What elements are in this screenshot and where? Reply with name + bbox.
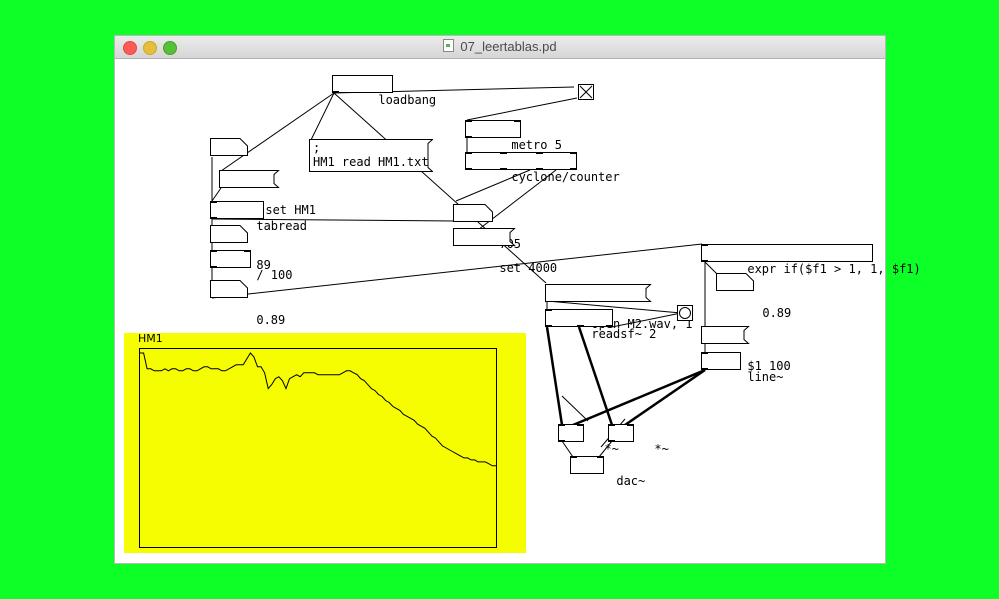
- readsf-object[interactable]: readsf~ 2: [545, 309, 656, 341]
- number-box-089-right[interactable]: 0.89: [716, 273, 791, 320]
- outlet[interactable]: [332, 91, 339, 93]
- counter-object[interactable]: cyclone/counter: [465, 152, 620, 184]
- multiply-left-object[interactable]: *~: [558, 424, 619, 456]
- bang-circle-icon: [679, 307, 691, 319]
- cord-toggle-metro: [466, 97, 578, 121]
- cord-readsf-mul-right: [577, 326, 614, 426]
- loadbang-label: loadbang: [378, 93, 437, 107]
- cord-tabread-705: [211, 218, 456, 222]
- window-title: 07_leertablas.pd: [460, 39, 557, 54]
- divide-label: / 100: [256, 268, 293, 282]
- patch-window: 07_leertablas.pd: [115, 36, 921, 563]
- divide-object[interactable]: / 100: [210, 250, 292, 282]
- tabread-label: tabread: [256, 219, 307, 233]
- cord-mul-dac-left: [561, 395, 589, 422]
- array-plot-frame[interactable]: [139, 348, 497, 548]
- cord-mul-right-dac: [598, 440, 613, 458]
- cord-089-expr: [211, 243, 703, 299]
- set-hm1-label: set HM1: [265, 203, 316, 217]
- cord-readsf-bang: [611, 312, 682, 328]
- array-graph[interactable]: HM1: [124, 332, 526, 553]
- cord-readsf-mul-left: [545, 326, 564, 426]
- cord-line-mul-left: [572, 368, 706, 427]
- number-089-left-value: 0.89: [256, 313, 286, 327]
- line-ramp-message[interactable]: $1 100: [701, 326, 791, 373]
- set-4000-label: set 4000: [499, 261, 558, 275]
- number-89-value: 89: [256, 258, 271, 272]
- read-message-line2: HM1 read HM1.txt: [313, 155, 429, 169]
- expr-object[interactable]: expr if($f1 > 1, 1, $f1): [701, 244, 921, 276]
- bang-button[interactable]: [677, 305, 693, 321]
- line-tilde-object[interactable]: line~: [701, 352, 783, 384]
- multiply-right-object[interactable]: *~: [608, 424, 669, 456]
- readsf-label: readsf~ 2: [591, 327, 657, 341]
- metro-label: metro 5: [511, 138, 562, 152]
- window-title-group: 07_leertablas.pd: [115, 39, 885, 54]
- document-icon: [443, 39, 455, 52]
- cord-counter-set-4000: [473, 169, 557, 234]
- loadbang-object[interactable]: loadbang: [332, 75, 436, 107]
- cord-expr-089: [704, 261, 719, 276]
- number-089-right-value: 0.89: [762, 306, 792, 320]
- set-4000-message[interactable]: set 4000: [453, 228, 557, 275]
- array-plot: [140, 352, 496, 467]
- line-ramp-label: $1 100: [747, 359, 791, 373]
- cord-counter-705: [455, 169, 531, 202]
- zoom-button[interactable]: [163, 41, 177, 55]
- cord-mul-left-dac: [561, 440, 574, 458]
- cord-line-mul-right: [624, 368, 706, 427]
- title-bar[interactable]: 07_leertablas.pd: [115, 36, 885, 59]
- dac-label: dac~: [616, 474, 646, 488]
- cord-loadbang-read: [310, 92, 335, 141]
- set-hm1-message[interactable]: set HM1: [219, 170, 316, 217]
- number-box-top[interactable]: 0: [210, 138, 264, 185]
- number-box-089-left[interactable]: 0.89: [210, 280, 285, 327]
- number-box-89[interactable]: 89: [210, 225, 271, 272]
- cord-loadbang-set-hm1: [220, 92, 335, 172]
- expr-label: expr if($f1 > 1, 1, $f1): [747, 262, 921, 276]
- open-file-message[interactable]: open M2.wav, 1: [545, 284, 693, 331]
- cord-loadbang-open: [333, 92, 547, 284]
- read-table-message[interactable]: ; HM1 read HM1.txt: [309, 139, 433, 172]
- toggle[interactable]: [578, 84, 594, 100]
- tabread-object[interactable]: tabread: [210, 201, 307, 233]
- close-button[interactable]: [123, 41, 137, 55]
- patch-canvas[interactable]: loadbang metro 5 cyclone/counter 0 set H…: [115, 59, 921, 563]
- metro-object[interactable]: metro 5: [465, 120, 562, 152]
- number-box-705[interactable]: 705: [453, 204, 521, 251]
- counter-label: cyclone/counter: [511, 170, 620, 184]
- array-waveform: [140, 352, 496, 467]
- toggle-x-icon: [579, 85, 593, 99]
- patch-cords: [211, 86, 719, 458]
- array-name-label: HM1: [138, 332, 163, 345]
- multiply-left-label: *~: [604, 442, 618, 456]
- dac-object[interactable]: dac~: [570, 456, 645, 488]
- multiply-right-label: *~: [654, 442, 669, 456]
- minimize-button[interactable]: [143, 41, 157, 55]
- cord-set-hm1-tabread: [211, 187, 222, 202]
- line-tilde-label: line~: [747, 370, 784, 384]
- read-message-line1: ;: [313, 141, 321, 155]
- cord-open-bang: [546, 300, 682, 314]
